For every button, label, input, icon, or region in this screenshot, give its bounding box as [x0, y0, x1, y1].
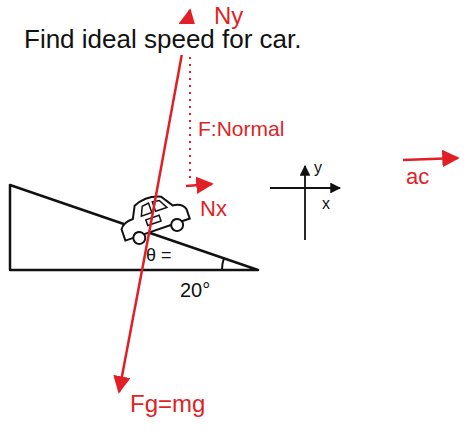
acceleration-label: ac: [406, 164, 429, 190]
problem-title: Find ideal speed for car.: [24, 24, 306, 55]
axis-label: y: [314, 158, 322, 177]
car-sketch: [115, 187, 193, 248]
angle-value: 20°: [180, 278, 210, 302]
incline-triangle: [10, 185, 258, 270]
force-label: Fg=mg: [130, 390, 205, 419]
axis-label: x: [322, 194, 330, 213]
angle-label: θ =: [146, 245, 172, 267]
normal-x-arrow: [186, 184, 212, 186]
angle-arc: [222, 258, 224, 270]
force-label: Ny: [214, 2, 243, 31]
y-axis: [304, 166, 306, 240]
force-label: Nx: [200, 196, 227, 222]
x-axis: [270, 187, 340, 189]
force-label: F:Normal: [198, 116, 284, 141]
gravity-arrow: [119, 228, 150, 392]
acceleration-arrow: [403, 158, 458, 160]
